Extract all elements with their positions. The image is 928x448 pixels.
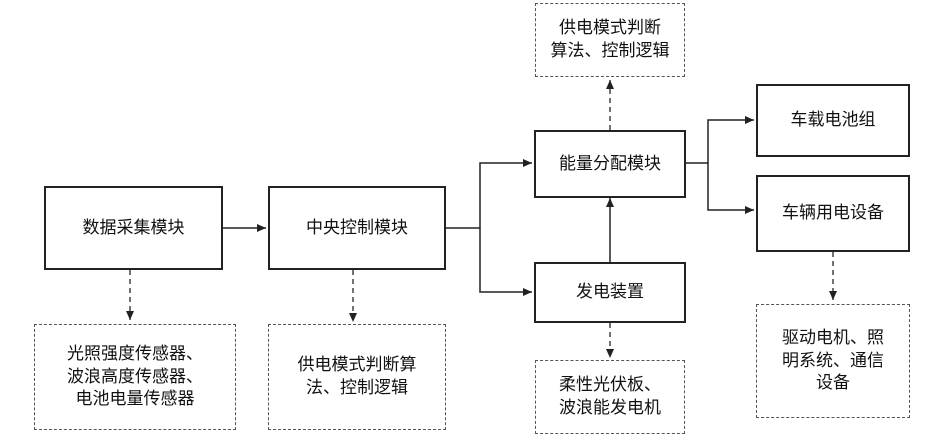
energy-algorithm-note-text: 供电模式判断 算法、控制逻辑 (551, 17, 670, 63)
power-generation-label: 发电装置 (576, 281, 644, 304)
battery-pack-label: 车载电池组 (791, 109, 876, 132)
power-generation-device: 发电装置 (534, 262, 686, 323)
arrow-central-branch (446, 163, 532, 228)
vehicle-equipment-label: 车辆用电设备 (782, 202, 884, 225)
data-collection-module: 数据采集模块 (44, 186, 223, 270)
central-algorithm-note-text: 供电模式判断算 法、控制逻辑 (298, 354, 417, 400)
arrow-energy-to-battery (686, 120, 754, 163)
data-collection-label: 数据采集模块 (83, 217, 185, 240)
energy-algorithm-note: 供电模式判断 算法、控制逻辑 (535, 3, 685, 77)
central-control-label: 中央控制模块 (306, 217, 408, 240)
arrow-central-to-generator (480, 228, 532, 292)
electrical-loads-note-text: 驱动电机、照 明系统、通信 设备 (782, 327, 884, 396)
energy-distribution-module: 能量分配模块 (534, 130, 686, 198)
sensors-note: 光照强度传感器、 波浪高度传感器、 电池电量传感器 (34, 324, 236, 430)
central-algorithm-note: 供电模式判断算 法、控制逻辑 (268, 324, 446, 430)
battery-pack: 车载电池组 (756, 84, 910, 157)
sensors-note-text: 光照强度传感器、 波浪高度传感器、 电池电量传感器 (67, 343, 203, 412)
vehicle-electrical-equipment: 车辆用电设备 (756, 175, 910, 252)
generator-sources-note: 柔性光伏板、 波浪能发电机 (535, 360, 685, 434)
generator-sources-note-text: 柔性光伏板、 波浪能发电机 (559, 374, 661, 420)
arrow-energy-to-equipment (708, 163, 754, 210)
central-control-module: 中央控制模块 (268, 186, 446, 270)
energy-distribution-label: 能量分配模块 (559, 153, 661, 176)
electrical-loads-note: 驱动电机、照 明系统、通信 设备 (756, 304, 910, 418)
